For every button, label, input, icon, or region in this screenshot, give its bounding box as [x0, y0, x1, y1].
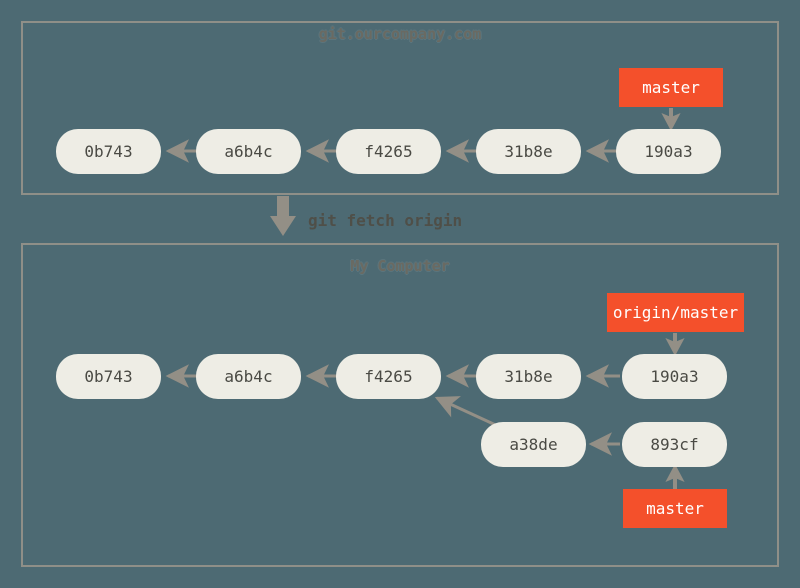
- panel-my-computer: [21, 243, 779, 567]
- commit-node-server-0b743[interactable]: 0b743: [56, 129, 161, 174]
- commit-node-server-31b8e[interactable]: 31b8e: [476, 129, 581, 174]
- commit-node-local-f4265[interactable]: f4265: [336, 354, 441, 399]
- panel-my-computer-title: My Computer: [350, 257, 450, 275]
- commit-node-local-893cf[interactable]: 893cf: [622, 422, 727, 467]
- command-label-git-fetch-origin: git fetch origin: [308, 211, 463, 230]
- fetch-flow-arrow: [270, 196, 296, 236]
- panel-remote-server-title: git.ourcompany.com: [318, 25, 482, 43]
- ref-label-origin-master[interactable]: origin/master: [607, 293, 744, 332]
- commit-node-local-a6b4c[interactable]: a6b4c: [196, 354, 301, 399]
- commit-node-local-190a3[interactable]: 190a3: [622, 354, 727, 399]
- commit-node-server-f4265[interactable]: f4265: [336, 129, 441, 174]
- commit-node-server-a6b4c[interactable]: a6b4c: [196, 129, 301, 174]
- commit-node-local-a38de[interactable]: a38de: [481, 422, 586, 467]
- ref-label-server-master[interactable]: master: [619, 68, 723, 107]
- ref-label-local-master[interactable]: master: [623, 489, 727, 528]
- commit-node-local-0b743[interactable]: 0b743: [56, 354, 161, 399]
- panel-remote-server: [21, 21, 779, 195]
- commit-node-local-31b8e[interactable]: 31b8e: [476, 354, 581, 399]
- commit-node-server-190a3[interactable]: 190a3: [616, 129, 721, 174]
